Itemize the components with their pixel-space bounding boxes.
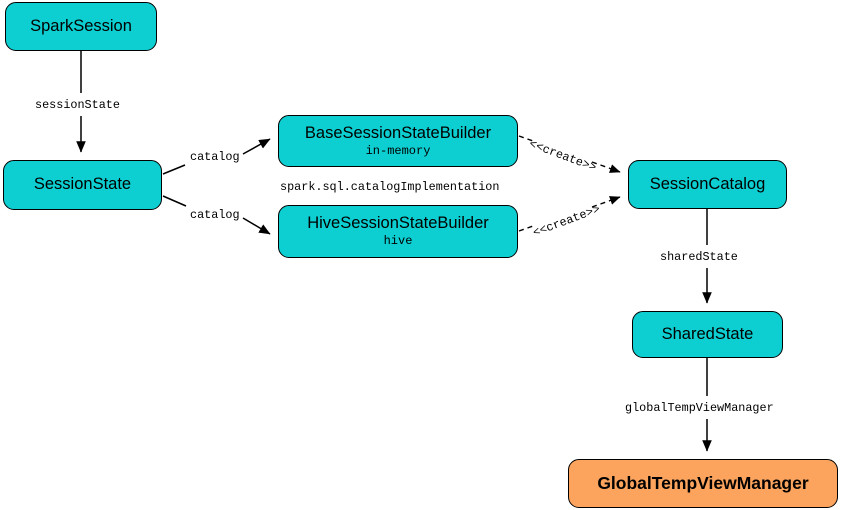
node-base-session-state-builder[interactable]: BaseSessionStateBuilder in-memory	[278, 115, 518, 167]
edge-label-session-state: sessionState	[35, 98, 120, 112]
node-base-session-state-builder-subtitle: in-memory	[365, 143, 431, 158]
node-spark-session-title: SparkSession	[30, 16, 132, 35]
node-session-catalog-title: SessionCatalog	[649, 174, 766, 193]
node-session-catalog[interactable]: SessionCatalog	[628, 160, 787, 209]
edge-session-state-to-hive-builder	[162, 195, 271, 235]
edge-label-shared-state: sharedState	[660, 250, 738, 264]
node-session-state-title: SessionState	[33, 175, 132, 194]
edge-session-state-to-base-builder	[162, 138, 271, 175]
node-shared-state-title: SharedState	[661, 324, 754, 343]
edge-hive-builder-to-session-catalog	[518, 196, 621, 232]
edge-label-catalog-hive: catalog	[190, 208, 240, 222]
edge-base-builder-to-session-catalog	[518, 135, 621, 173]
node-global-temp-view-manager-title: GlobalTempViewManager	[597, 473, 809, 494]
node-hive-session-state-builder[interactable]: HiveSessionStateBuilder hive	[278, 205, 518, 258]
edge-label-catalog-base: catalog	[190, 150, 240, 164]
node-hive-session-state-builder-subtitle: hive	[383, 234, 413, 249]
node-spark-session[interactable]: SparkSession	[5, 2, 157, 51]
annotation-catalog-implementation: spark.sql.catalogImplementation	[280, 180, 500, 194]
node-session-state[interactable]: SessionState	[3, 160, 162, 210]
node-shared-state[interactable]: SharedState	[632, 311, 783, 358]
node-global-temp-view-manager[interactable]: GlobalTempViewManager	[568, 459, 838, 508]
node-base-session-state-builder-title: BaseSessionStateBuilder	[304, 123, 492, 142]
node-hive-session-state-builder-title: HiveSessionStateBuilder	[307, 214, 489, 233]
edge-label-global-temp-view-manager: globalTempViewManager	[625, 401, 774, 415]
